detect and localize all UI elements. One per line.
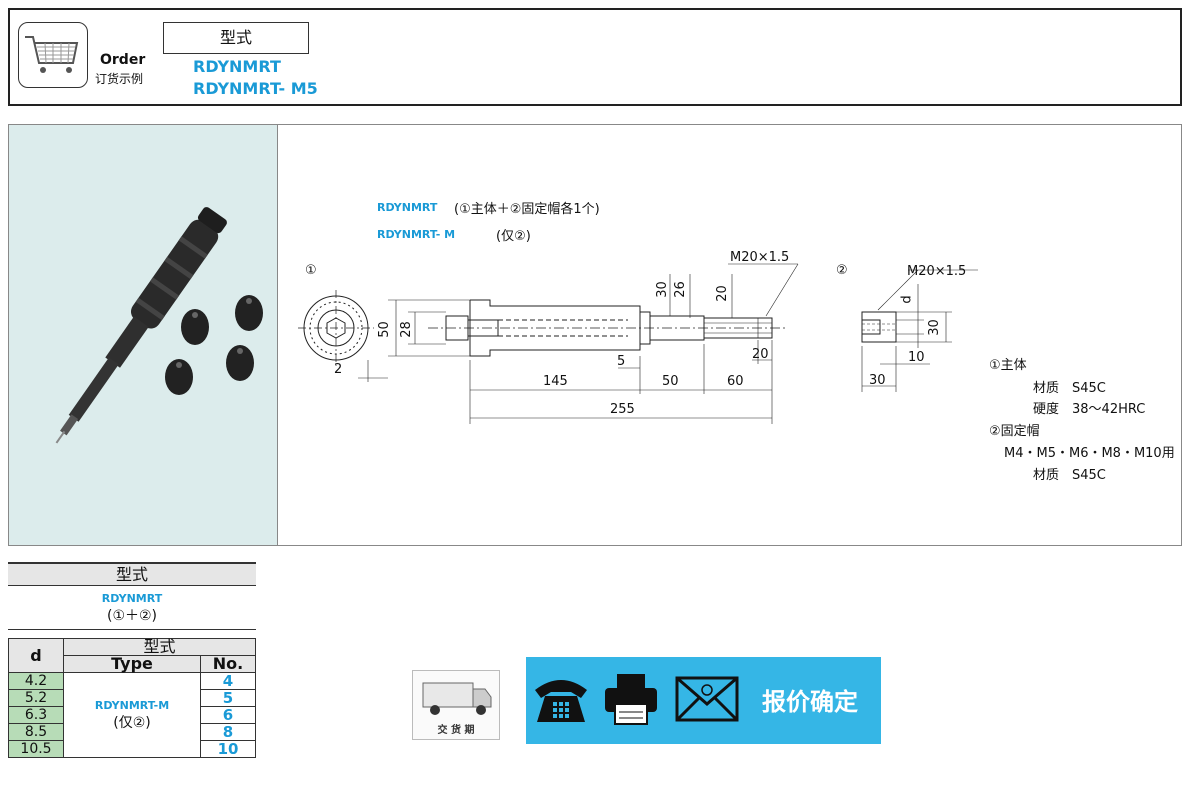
dim-cap-30b: 30 (869, 373, 886, 388)
no-cell[interactable]: 4 (200, 672, 256, 690)
delivery-label: 交 货 期 (437, 725, 475, 736)
order-sublabel: 订货示例 (95, 72, 144, 86)
shopping-cart-icon (25, 36, 79, 73)
table-row: 10.5 10 (8, 740, 256, 758)
dim-cap-30: 30 (926, 319, 942, 336)
dim-50: 50 (662, 374, 679, 389)
technical-drawing (298, 263, 978, 424)
order-example-box (8, 8, 1182, 106)
truck-icon (422, 682, 492, 715)
table1-header: 型式 (8, 562, 256, 586)
product-photo-panel (8, 124, 278, 546)
d-cell: 5.2 (8, 689, 64, 707)
delivery-time-button[interactable]: 交 货 期 (412, 670, 500, 740)
table1-desc: (①＋②) (106, 608, 158, 624)
table-row: 4.2 RDYNMRT-M (仅②) 4 (8, 672, 256, 758)
col-no-header: No. (200, 655, 256, 673)
product-photo (55, 207, 263, 444)
dim-20: 20 (714, 285, 730, 302)
printer-icon[interactable] (603, 670, 659, 726)
d-cell: 10.5 (8, 740, 64, 758)
note-text-2: (仅②) (496, 229, 531, 244)
order-model-2: RDYNMRT- M5 (193, 79, 318, 98)
d-cell: 6.3 (8, 706, 64, 724)
table1-body: RDYNMRT (①＋②) (8, 586, 256, 630)
dim-20-thread: 20 (752, 347, 769, 362)
col-type-group-header: 型式 (63, 638, 256, 656)
order-model-1: RDYNMRT (193, 57, 281, 76)
d-cell: 8.5 (8, 723, 64, 741)
no-cell[interactable]: 10 (200, 740, 256, 758)
table-row: 6.3 6 (8, 706, 256, 724)
no-cell[interactable]: 6 (200, 706, 256, 724)
spec-cap-material: 材质 S45C (1033, 468, 1106, 483)
part-label-1: ① (305, 263, 317, 278)
dim-thread-cap: M20×1.5 (907, 264, 967, 279)
spec-cap-sizes: M4・M5・M6・M8・M10用 (1004, 446, 1175, 461)
col-type-header: Type (63, 655, 201, 673)
dim-30: 30 (654, 281, 670, 298)
technical-drawing-panel (278, 124, 1182, 546)
dim-thread-main: M20×1.5 (730, 250, 790, 265)
no-cell[interactable]: 5 (200, 689, 256, 707)
table-row: 5.2 5 (8, 689, 256, 707)
table1-model: RDYNMRT (101, 592, 163, 605)
type-cell: RDYNMRT-M (仅②) (63, 672, 201, 758)
dim-5: 5 (617, 354, 626, 369)
note-model-2: RDYNMRT- M (377, 228, 456, 241)
phone-icon[interactable] (531, 670, 591, 726)
order-label: Order (100, 52, 146, 68)
dim-255: 255 (610, 402, 635, 417)
note-text-1: (①主体＋②固定帽各1个) (454, 202, 600, 217)
dim-145: 145 (543, 374, 568, 389)
quote-confirm-button[interactable]: 报价确定 (762, 688, 858, 716)
dim-28-dia: 28 (398, 321, 414, 338)
dim-2: 2 (334, 362, 343, 377)
order-type-header: 型式 (163, 22, 309, 54)
col-d-header: d (8, 638, 64, 673)
dim-50-dia: 50 (376, 321, 392, 338)
spec-main-hardness: 硬度 38～42HRC (1033, 402, 1146, 417)
email-icon[interactable] (675, 676, 739, 722)
dim-cap-10: 10 (908, 350, 925, 365)
spec-main-material: 材质 S45C (1033, 381, 1106, 396)
type-desc: (仅②) (113, 715, 151, 731)
dim-26: 26 (672, 281, 688, 298)
spec-cap-title: ②固定帽 (989, 424, 1040, 439)
spec-table: d 型式 Type No. 4.2 RDYNMRT-M (仅②) 4 5.2 5… (8, 638, 256, 758)
no-cell[interactable]: 8 (200, 723, 256, 741)
note-model-1: RDYNMRT (377, 201, 438, 214)
part-label-2: ② (836, 263, 848, 278)
type-model: RDYNMRT-M (94, 699, 170, 712)
cart-icon-box (18, 22, 88, 88)
dim-60: 60 (727, 374, 744, 389)
spec-main-title: ①主体 (989, 358, 1027, 373)
d-cell: 4.2 (8, 672, 64, 690)
dim-cap-d: d (899, 295, 915, 304)
table-row: 8.5 8 (8, 723, 256, 741)
